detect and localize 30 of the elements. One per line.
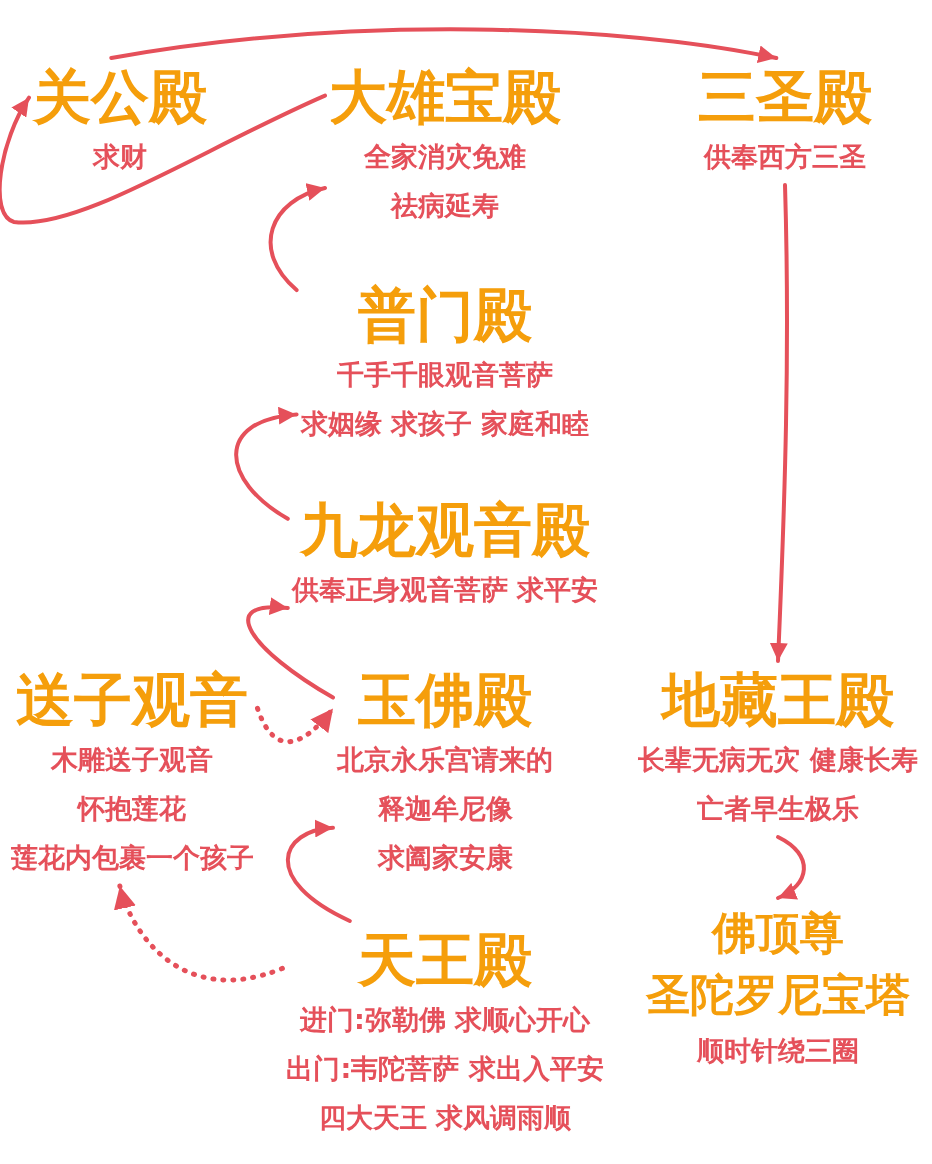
hall-title: 天王殿 [358, 925, 532, 995]
description-text: 求财 [93, 140, 147, 174]
description-text: 全家消灾免难祛病延寿 [364, 140, 526, 223]
hall-title: 九龙观音殿 [300, 495, 590, 565]
curved-arrow [285, 821, 352, 923]
hall-title: 关公殿 [33, 62, 207, 132]
curved-arrow [0, 93, 327, 225]
hall-title: 送子观音 [16, 665, 248, 735]
hall-title: 地藏王殿 [662, 665, 894, 735]
curved-arrow [246, 598, 335, 700]
description-text: 长辈无病无灾 健康长寿亡者早生极乐 [638, 743, 918, 826]
description-text: 进门:弥勒佛 求顺心开心出门:韦陀菩萨 求出入平安四大天王 求风调雨顺 [286, 1003, 604, 1135]
dotted-arrow [115, 883, 285, 983]
hall-title: 玉佛殿 [358, 665, 532, 735]
curved-arrow [234, 407, 299, 521]
description-text: 北京永乐宫请来的释迦牟尼像求阖家安康 [337, 743, 553, 875]
description-text: 供奉西方三圣 [704, 140, 866, 174]
hall-title: 大雄宝殿 [329, 62, 561, 132]
curved-arrow [776, 835, 806, 900]
curved-arrow [109, 27, 779, 64]
description-text: 木雕送子观音怀抱莲花莲花内包裹一个孩子 [10, 743, 254, 875]
description-text: 顺时针绕三圈 [697, 1034, 859, 1068]
hall-title: 三圣殿 [698, 62, 872, 132]
hall-title: 普门殿 [358, 280, 532, 350]
description-text: 供奉正身观音菩萨 求平安 [291, 573, 599, 607]
description-text: 千手千眼观音菩萨求姻缘 求孩子 家庭和睦 [300, 358, 590, 441]
curved-arrow [268, 184, 327, 293]
hall-title: 佛顶尊圣陀罗尼宝塔 [646, 906, 910, 1022]
dotted-arrow [255, 705, 336, 744]
curved-arrow [769, 183, 789, 663]
